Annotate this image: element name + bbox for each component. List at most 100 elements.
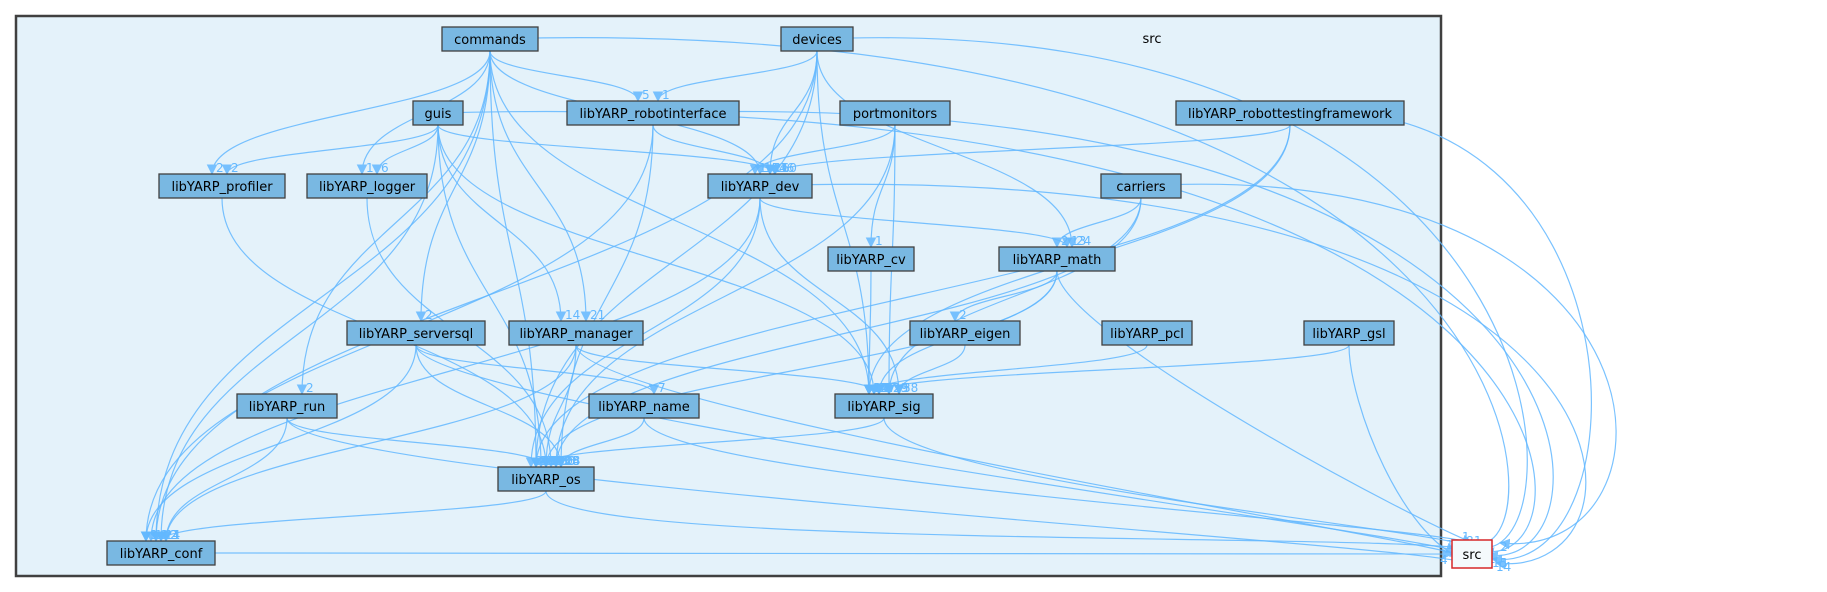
node-pcl[interactable]: libYARP_pcl [1101,320,1193,346]
node-robottesting[interactable]: libYARP_robottestingframework [1175,100,1405,126]
node-box-gsl[interactable] [1303,320,1395,346]
node-gsl[interactable]: libYARP_gsl [1303,320,1395,346]
edge-devices-to-math [816,50,1078,249]
edge-run-to-conf [160,417,288,543]
node-name[interactable]: libYARP_name [588,393,700,419]
edge-devices-to-src [816,37,1528,555]
node-box-logger[interactable] [306,173,428,199]
edge-label-commands-to-serversql: 2 [425,308,433,322]
node-box-os[interactable] [497,466,595,492]
edge-label-dev-to-os: 39 [535,454,550,468]
edge-serversql-to-name [415,344,660,396]
edge-label-math-to-sig: 5 [883,381,891,395]
node-src-external[interactable]: src [1451,539,1493,569]
node-box-robottesting[interactable] [1175,100,1405,126]
edge-label-robotinterface-to-os: 24 [565,454,580,468]
node-profiler[interactable]: libYARP_profiler [158,173,286,199]
node-box-src[interactable] [1451,539,1493,569]
node-label-robotinterface: libYARP_robotinterface [580,107,727,122]
edge-guis-to-src [437,111,1536,558]
node-carriers[interactable]: carriers [1100,173,1182,199]
node-box-profiler[interactable] [158,173,286,199]
edge-label-guis-to-sig: 22 [878,381,893,395]
edge-dev-to-os [525,197,761,469]
edge-commands-to-profiler [206,50,491,176]
node-box-dev[interactable] [707,173,813,199]
edge-label-guis-to-dev: 36 [779,161,794,175]
node-label-carriers: carriers [1116,180,1166,195]
node-box-manager[interactable] [508,320,644,346]
node-label-guis: guis [425,107,452,122]
edge-label-carriers-to-src: 2 [1500,540,1508,554]
edge-label-os-to-conf: 21 [165,528,180,542]
node-guis[interactable]: guis [412,100,464,126]
edge-name-to-src [643,417,1474,546]
edge-label-conf-to-src: 4 [1440,553,1448,567]
node-math[interactable]: libYARP_math [998,246,1116,272]
node-box-math[interactable] [998,246,1116,272]
node-label-math: libYARP_math [1013,253,1102,268]
edge-label-guis-to-conf: 14 [165,528,180,542]
node-box-sig[interactable] [834,393,934,419]
edge-os-to-conf [155,490,547,543]
edge-commands-to-sig [489,50,875,396]
node-box-carriers[interactable] [1100,173,1182,199]
edge-label-devices-to-os: 370 [540,454,563,468]
node-box-commands[interactable] [441,26,539,52]
node-cv[interactable]: libYARP_cv [827,246,915,272]
node-commands[interactable]: commands [441,26,539,52]
node-box-cv[interactable] [827,246,915,272]
edge-guis-to-profiler [221,124,439,176]
cluster-label: src [1143,32,1162,47]
node-box-name[interactable] [588,393,700,419]
edge-commands-to-src [489,37,1510,551]
edge-label-robotinterface-to-conf: 1 [150,528,158,542]
edge-conf-to-src [214,548,1454,560]
node-sig[interactable]: libYARP_sig [834,393,934,419]
edge-label-carriers-to-sig: 23 [893,381,908,395]
node-serversql[interactable]: libYARP_serversql [346,320,486,346]
node-box-devices[interactable] [780,26,854,52]
node-conf[interactable]: libYARP_conf [106,540,216,566]
node-logger[interactable]: libYARP_logger [306,173,428,199]
edge-label-eigen-to-sig: 3 [903,381,911,395]
node-manager[interactable]: libYARP_manager [508,320,644,346]
edge-sig-to-os [530,417,885,469]
node-devices[interactable]: devices [780,26,854,52]
edge-label-dev-to-math: 13 [1071,234,1086,248]
node-box-robotinterface[interactable] [566,100,740,126]
node-box-pcl[interactable] [1101,320,1193,346]
node-eigen[interactable]: libYARP_eigen [909,320,1021,346]
edge-label-name-to-src: 1 [1462,530,1470,544]
edge-label-serversql-to-os: 15 [565,454,580,468]
node-box-eigen[interactable] [909,320,1021,346]
edge-label-carriers-to-math: 2 [1061,234,1069,248]
edge-label-profiler-to-os: 21 [550,454,565,468]
edge-label-portmonitors-to-cv: 1 [875,234,883,248]
edge-label-guis-to-os: 87 [545,454,560,468]
edge-dev-to-sig [759,197,905,396]
edge-carriers-to-math [1051,197,1142,249]
edge-commands-to-robotinterface [489,50,644,103]
node-run[interactable]: libYARP_run [236,393,338,419]
node-dev[interactable]: libYARP_dev [707,173,813,199]
edge-label-devices-to-sig: 127 [873,381,896,395]
node-label-robottesting: libYARP_robottestingframework [1188,107,1393,122]
edge-label-portmonitors-to-dev: 1 [759,161,767,175]
node-portmonitors[interactable]: portmonitors [839,100,951,126]
node-os[interactable]: libYARP_os [497,466,595,492]
edge-devices-to-sig [816,50,875,396]
edge-label-carriers-to-os: 30 [560,454,575,468]
node-box-guis[interactable] [412,100,464,126]
node-box-run[interactable] [236,393,338,419]
node-box-conf[interactable] [106,540,216,566]
edge-math-to-eigen [949,270,1058,323]
node-label-serversql: libYARP_serversql [359,327,473,342]
node-box-portmonitors[interactable] [839,100,951,126]
node-box-serversql[interactable] [346,320,486,346]
node-label-logger: libYARP_logger [319,180,416,195]
node-robotinterface[interactable]: libYARP_robotinterface [566,100,740,126]
edge-label-commands-to-sig: 14 [873,381,888,395]
edge-label-manager-to-conf: 2 [170,528,178,542]
edge-label-dev-to-sig: 58 [903,381,918,395]
